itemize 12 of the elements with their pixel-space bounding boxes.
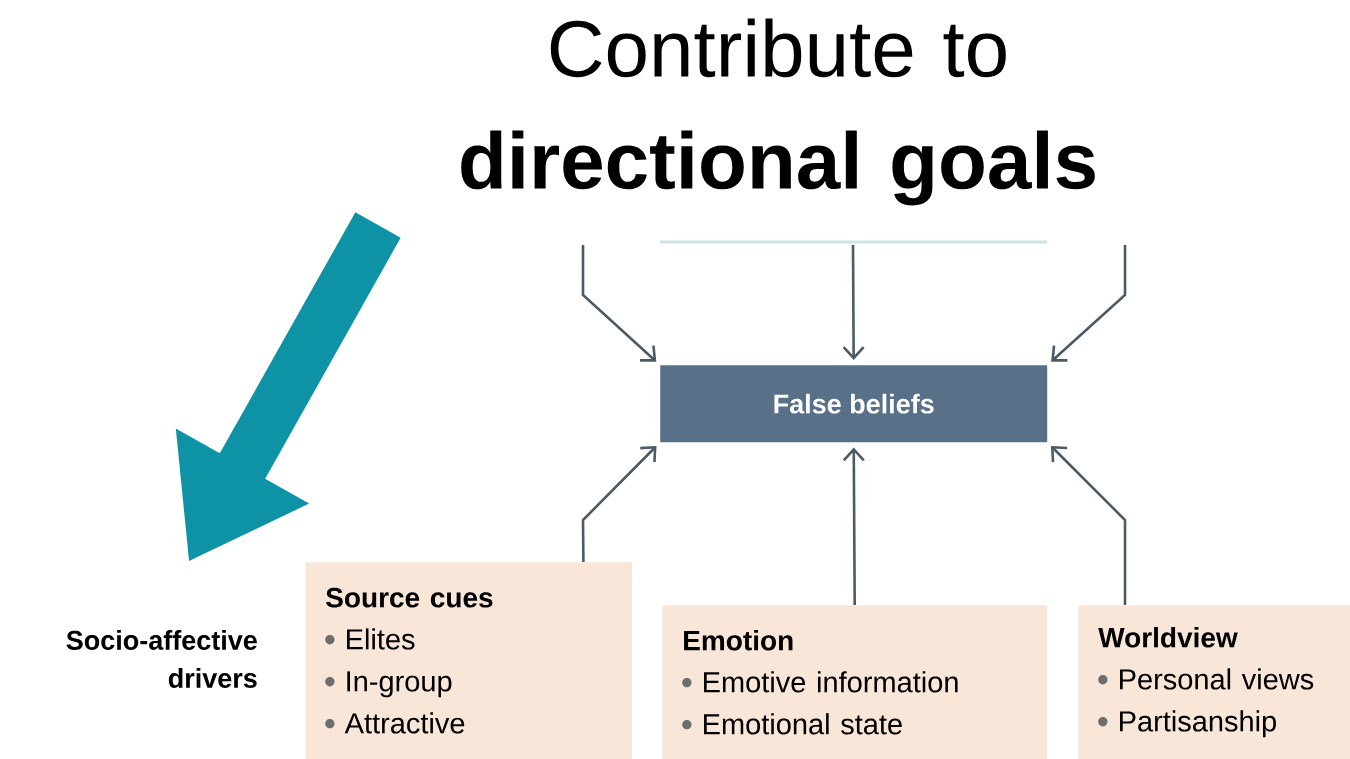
arrow bbox=[842, 447, 865, 605]
arrow bbox=[581, 245, 657, 362]
arrow bbox=[842, 245, 865, 360]
driver-box: Worldview Personal views Partisanship bbox=[1078, 605, 1350, 759]
driver-box: Emotion Emotive information Emotional state bbox=[662, 605, 1048, 759]
arrow bbox=[581, 445, 657, 562]
arrow bbox=[1050, 445, 1127, 605]
belief-box: False beliefs bbox=[660, 365, 1048, 443]
arrow bbox=[1051, 245, 1127, 362]
driver-box: Source cues Elites In-group Attractive bbox=[305, 562, 633, 759]
title: Contribute to directional goals bbox=[461, 18, 1095, 206]
side-label: Socio-affective drivers bbox=[66, 630, 257, 688]
